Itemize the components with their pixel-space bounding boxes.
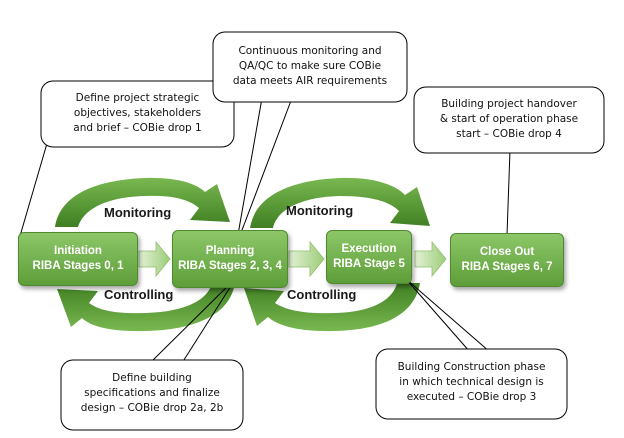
callout-shape-5 — [375, 278, 568, 420]
callout-execution: Building Construction phase in which tec… — [397, 361, 546, 403]
stage-name: Initiation — [54, 245, 102, 257]
callout-initiation: Define project strategic objectives, sta… — [73, 92, 202, 134]
stage-name: Close Out — [479, 246, 535, 258]
stage-riba: RIBA Stage 5 — [333, 258, 405, 270]
monitoring-label-2: Monitoring — [286, 203, 354, 218]
stage-name: Execution — [341, 243, 397, 255]
cycle-arrows-2 — [244, 177, 430, 332]
flow-arrow-3 — [414, 240, 447, 278]
callout-close-out: Building project handover & start of ope… — [439, 98, 579, 140]
stage-planning: Planning RIBA Stages 2, 3, 4 — [172, 230, 288, 288]
flow-arrow-2 — [288, 240, 325, 278]
cycle-arrows-1 — [55, 177, 235, 332]
stage-riba: RIBA Stages 6, 7 — [461, 261, 553, 273]
monitoring-label-1: Monitoring — [104, 205, 172, 220]
stage-close-out: Close Out RIBA Stages 6, 7 — [450, 233, 564, 287]
callout-shape-4 — [60, 277, 244, 431]
callout-planning: Define building specifications and final… — [80, 372, 224, 414]
stage-initiation: Initiation RIBA Stages 0, 1 — [18, 232, 138, 286]
controlling-label-1: Controlling — [104, 287, 174, 302]
callout-shape-2 — [212, 31, 408, 247]
stage-name: Planning — [205, 245, 255, 257]
controlling-arc-arrow-1 — [57, 283, 235, 332]
stage-riba: RIBA Stages 2, 3, 4 — [178, 260, 282, 272]
stage-riba: RIBA Stages 0, 1 — [32, 260, 124, 272]
flow-arrow-1 — [138, 240, 171, 278]
monitoring-arc-arrow-2 — [250, 177, 430, 228]
controlling-label-2: Controlling — [287, 287, 357, 302]
controlling-arc-arrow-2 — [244, 283, 420, 332]
callout-monitoring: Continuous monitoring and QA/QC to make … — [232, 45, 388, 87]
callout-shape-1 — [19, 80, 235, 237]
monitoring-arc-arrow-1 — [55, 177, 230, 227]
callout-shape-3 — [413, 86, 605, 236]
stage-execution: Execution RIBA Stage 5 — [326, 230, 412, 284]
